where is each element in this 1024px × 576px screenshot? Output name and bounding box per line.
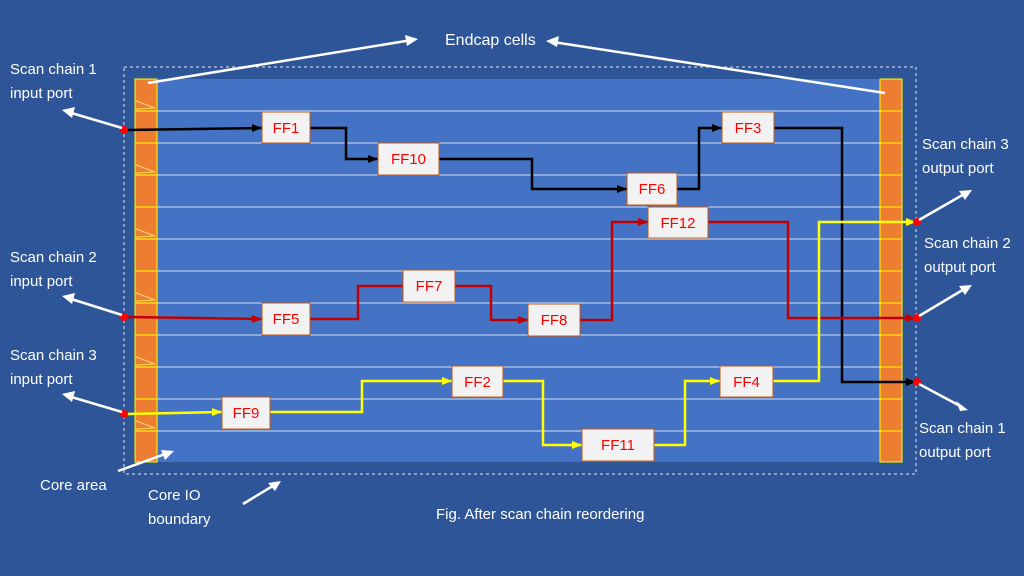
scan-chain-3-path (123, 220, 916, 447)
ff12-label: FF12 (660, 215, 695, 232)
core-io-boundary-label: Core IO boundary (148, 487, 211, 528)
endcap-arrow-right (552, 40, 886, 95)
ff6-cell: FF6 (626, 172, 678, 206)
core-io-boundary (123, 66, 917, 475)
ff12-cell: FF12 (647, 206, 709, 239)
ff9-label: FF9 (233, 405, 260, 422)
ff2-label: FF2 (464, 374, 491, 391)
ff9-cell: FF9 (221, 396, 271, 430)
core-area-label: Core area (40, 477, 107, 494)
ff3-label: FF3 (735, 120, 762, 137)
ff2-cell: FF2 (451, 365, 504, 398)
ff10-cell: FF10 (377, 142, 440, 176)
scan-chain-2-input-label: Scan chain 2 input port (10, 249, 97, 290)
ff6-label: FF6 (639, 181, 666, 198)
ff7-label: FF7 (416, 278, 443, 295)
endcap-cells-title: Endcap cells (445, 32, 536, 49)
ff3-cell: FF3 (721, 111, 775, 144)
scan-chain-3-output-label: Scan chain 3 output port (922, 136, 1009, 177)
scan-chain-2-path (123, 220, 916, 322)
scan-chain-2-output-label: Scan chain 2 output port (924, 235, 1011, 276)
figure-caption: Fig. After scan chain reordering (436, 506, 645, 523)
right-endcap-cells (879, 78, 903, 463)
ff11-label: FF11 (601, 437, 635, 454)
ff8-cell: FF8 (527, 303, 581, 337)
ff4-cell: FF4 (719, 365, 774, 398)
ff4-label: FF4 (733, 374, 760, 391)
ff10-label: FF10 (391, 151, 426, 168)
ff8-label: FF8 (541, 312, 568, 329)
ff11-cell: FF11 (581, 428, 655, 462)
annotation-arrows (67, 38, 967, 506)
core-area-arrow (117, 451, 169, 473)
scan-chain-1-output-label: Scan chain 1 output port (919, 420, 1006, 461)
ff1-cell: FF1 (261, 111, 311, 144)
core-io-arrow (242, 482, 277, 506)
sc3-input-arrow (67, 394, 123, 414)
flip-flops: FF1 FF10 FF6 FF3 FF12 FF7 FF5 FF8 FF2 FF… (221, 111, 775, 462)
left-endcap-cells (134, 78, 158, 463)
sc1-output-arrow (918, 382, 963, 409)
sc2-output-arrow (918, 286, 967, 318)
ff1-label: FF1 (273, 120, 300, 137)
ff7-cell: FF7 (402, 269, 456, 303)
endcap-arrow-left (147, 38, 413, 85)
scan-chain-1-input-label: Scan chain 1 input port (10, 61, 97, 102)
ff5-label: FF5 (273, 311, 300, 328)
scan-chain-3-input-label: Scan chain 3 input port (10, 347, 97, 388)
flow-arrowheads (212, 124, 916, 449)
sc1-input-arrow (67, 110, 123, 130)
sc2-input-arrow (67, 296, 123, 317)
sc3-output-arrow (918, 191, 967, 222)
ff5-cell: FF5 (261, 302, 311, 336)
annotation-arrowheads (62, 35, 972, 491)
